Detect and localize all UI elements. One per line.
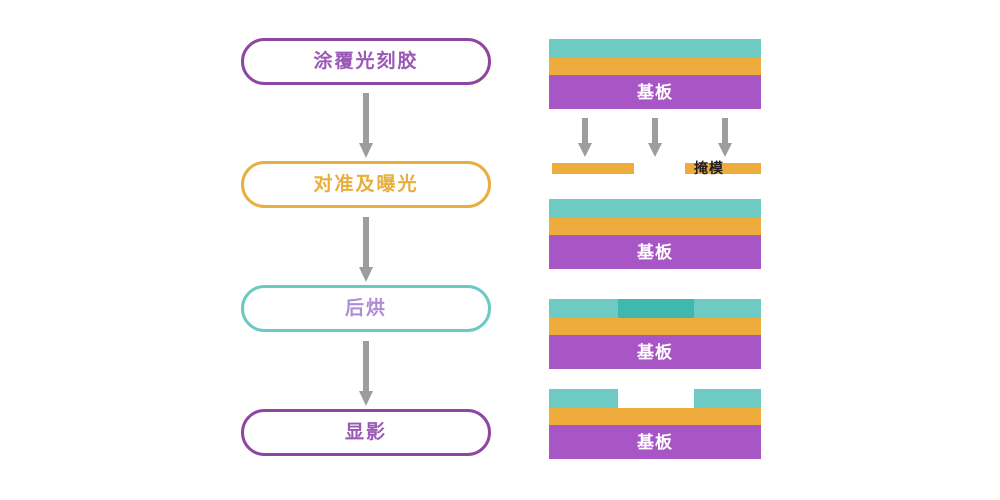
substrate-label: 基板 [637, 342, 673, 362]
light-ray-1-icon [578, 118, 592, 158]
arrow-shaft [363, 341, 369, 393]
arrow-head [578, 143, 592, 157]
flow-node-develop[interactable]: 显影 [241, 409, 491, 456]
substrate-label: 基板 [637, 242, 673, 262]
oxide-layer [549, 318, 761, 335]
arrow-bake-to-develop-icon [359, 341, 373, 407]
flow-node-coat[interactable]: 涂覆光刻胶 [241, 38, 491, 85]
arrow-shaft [582, 118, 588, 145]
flow-node-label: 对准及曝光 [313, 174, 419, 195]
photoresist-layer [549, 299, 761, 318]
flow-node-label: 后烘 [344, 298, 387, 319]
exposed-resist-region [618, 299, 694, 318]
mask-bar-left [552, 163, 634, 174]
substrate-label: 基板 [637, 82, 673, 102]
flow-node-expose[interactable]: 对准及曝光 [241, 161, 491, 208]
photoresist-layer [549, 199, 761, 218]
arrow-shaft [363, 93, 369, 145]
arrow-head [359, 391, 373, 406]
arrow-expose-to-bake-icon [359, 217, 373, 283]
flow-node-label: 涂覆光刻胶 [313, 51, 419, 72]
cross-section-developed: 基板 [549, 389, 761, 459]
light-ray-3-icon [718, 118, 732, 158]
cross-section-after-exposure: 基板 [549, 199, 761, 269]
resist-segment-right [694, 389, 761, 408]
cross-section-post-bake: 基板 [549, 299, 761, 369]
substrate-layer: 基板 [549, 75, 761, 109]
mask-label: 掩模 [694, 160, 724, 176]
arrow-shaft [363, 217, 369, 269]
oxide-layer [549, 58, 761, 75]
flow-node-label: 显影 [344, 422, 387, 443]
substrate-layer: 基板 [549, 425, 761, 459]
resist-segment-left [549, 389, 618, 408]
substrate-layer: 基板 [549, 235, 761, 269]
mask-bar-right [685, 163, 761, 174]
photoresist-layer [549, 39, 761, 58]
photoresist-layer [549, 389, 761, 408]
oxide-layer [549, 218, 761, 235]
light-ray-2-icon [648, 118, 662, 158]
arrow-head [648, 143, 662, 157]
arrow-head [359, 143, 373, 158]
oxide-layer [549, 408, 761, 425]
arrow-head [718, 143, 732, 157]
arrow-shaft [722, 118, 728, 145]
arrow-head [359, 267, 373, 282]
cross-section-coated: 基板 [549, 39, 761, 109]
substrate-label: 基板 [637, 432, 673, 452]
flow-node-bake[interactable]: 后烘 [241, 285, 491, 332]
arrow-coat-to-expose-icon [359, 93, 373, 159]
substrate-layer: 基板 [549, 335, 761, 369]
arrow-shaft [652, 118, 658, 145]
